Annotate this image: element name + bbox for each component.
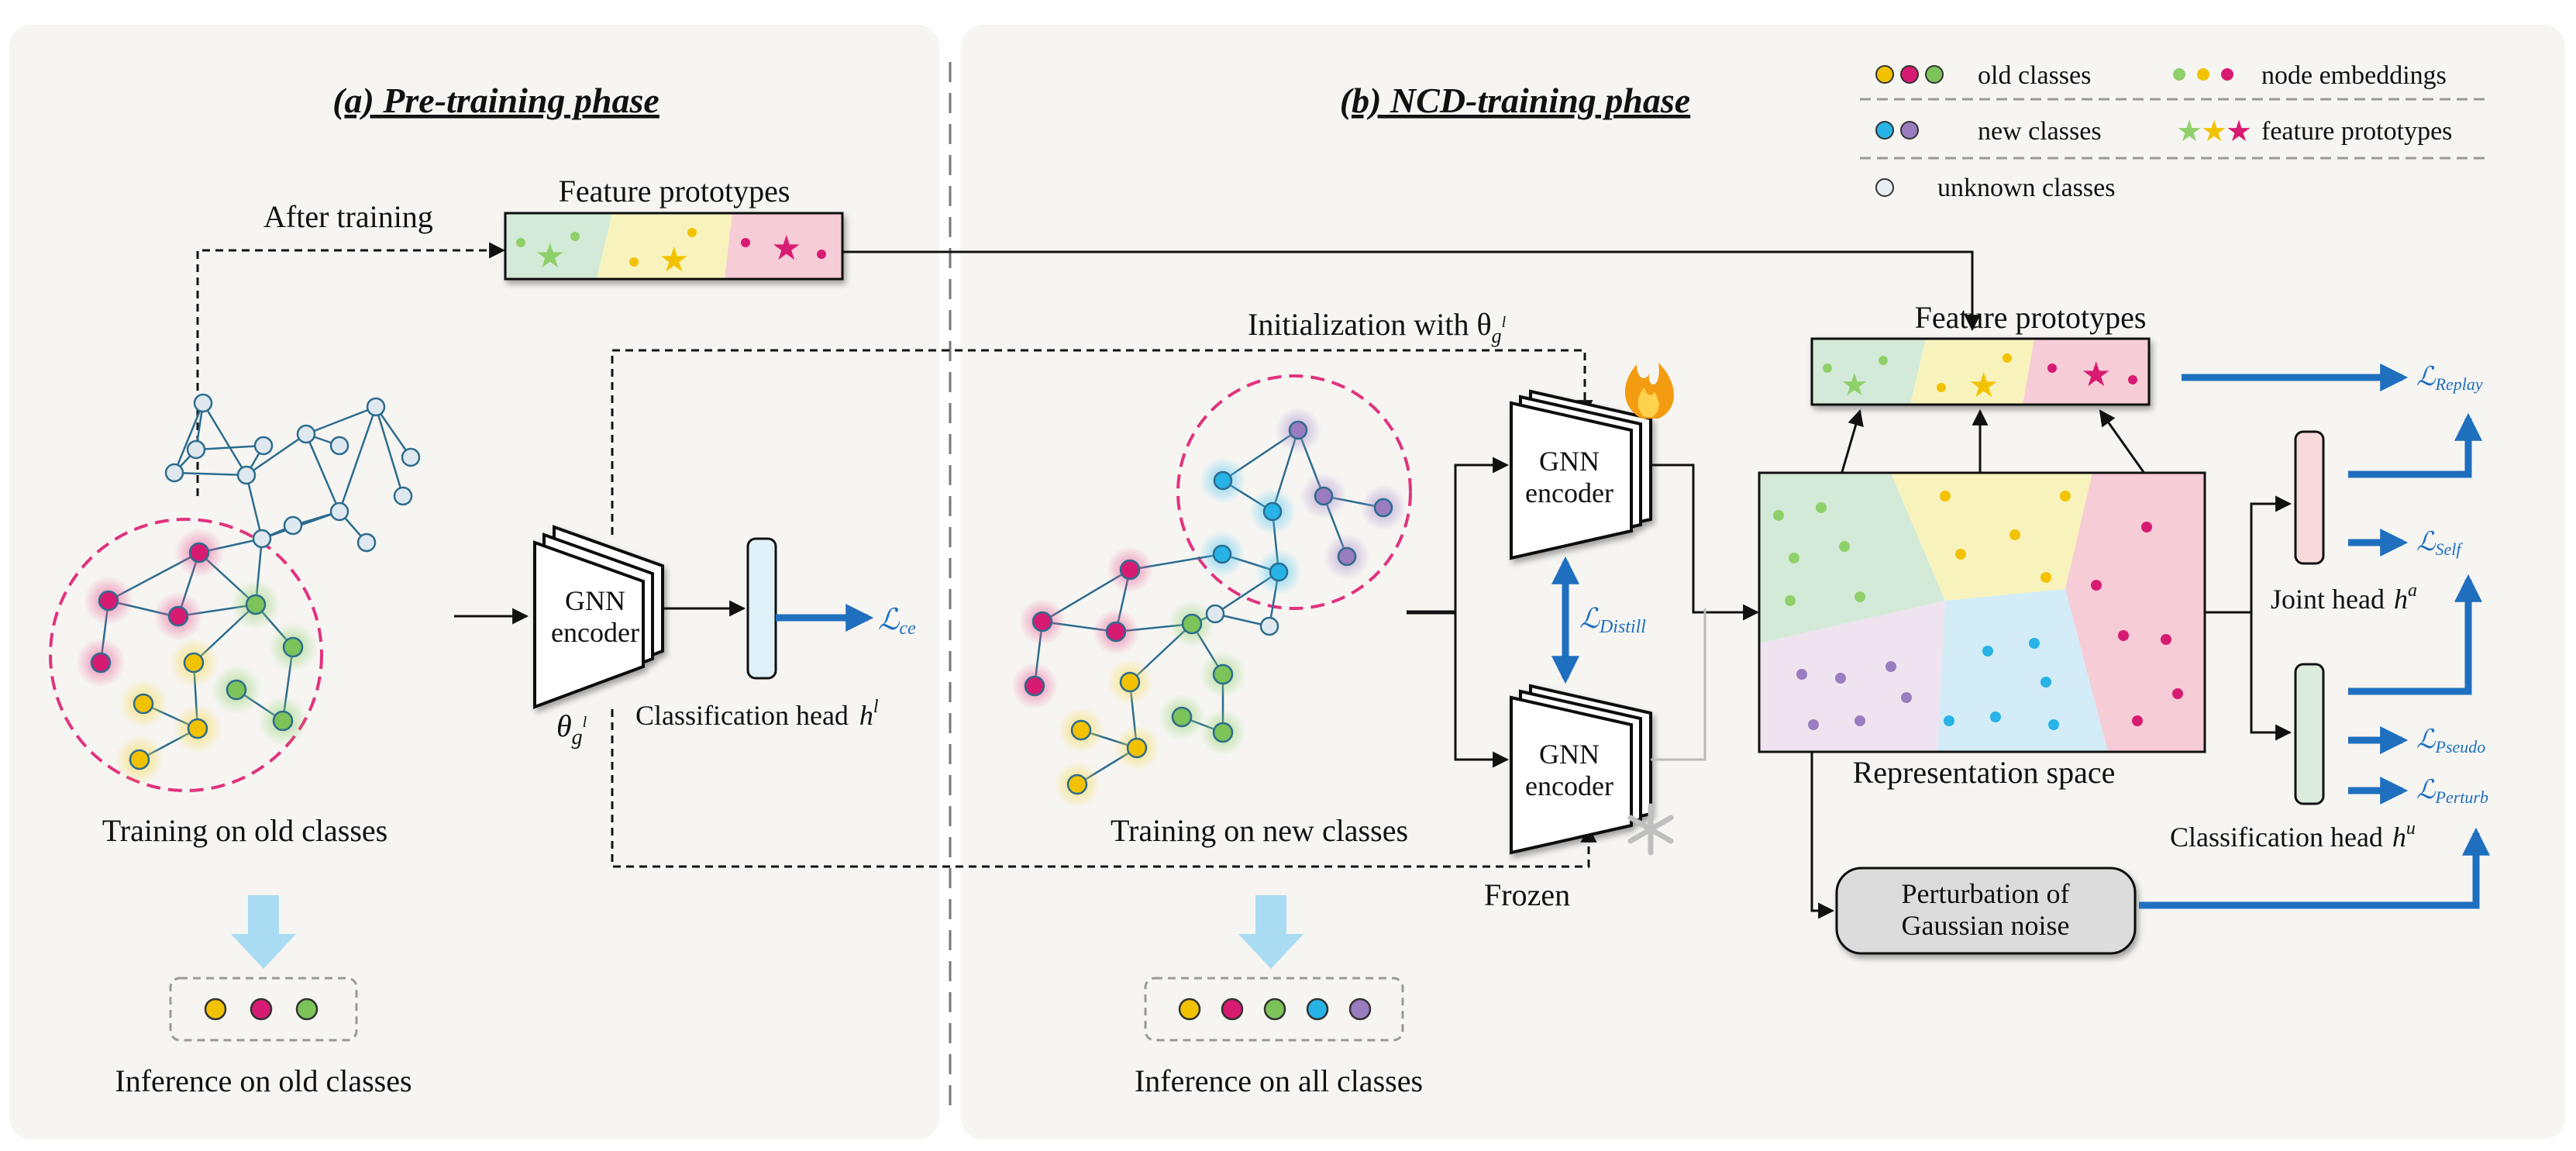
gnn-encoder-frozen (1510, 684, 1652, 855)
feature-prototypes-label-a: Feature prototypes (559, 174, 790, 208)
classification-head-b (2294, 663, 2325, 805)
loss-ce-label: ℒce (878, 604, 916, 639)
inference-old-caption: Inference on old classes (115, 1063, 412, 1098)
gnn-encoder-trainable-line2: encoder (1525, 477, 1613, 508)
trainable-to-rep-arrow (1651, 464, 1760, 621)
perturbation-box (1835, 867, 2137, 955)
panel-pretraining (9, 25, 939, 1139)
inference-box-all (1144, 977, 1404, 1042)
gnn-encoder-a-line2: encoder (551, 617, 639, 648)
loss-self-label: ℒSelf (2416, 528, 2463, 559)
initialization-label: Initialization with θgl (1248, 307, 1507, 347)
rep-to-perturb-arrow (1810, 752, 1835, 919)
feature-prototypes-bar-b (1810, 337, 2151, 406)
gnn-encoder-a-line1: GNN (565, 585, 625, 616)
gnn-encoder-trainable (1510, 389, 1652, 560)
legend-node-embeddings: node embeddings (2261, 61, 2447, 90)
gnn-encoder-frozen-line2: encoder (1525, 770, 1613, 801)
rep-to-heads-arrows (2205, 495, 2292, 741)
prototype-transfer-arrow (842, 250, 1981, 332)
joint-to-replay-arrow (2348, 412, 2482, 478)
legend: old classes node embeddings new classes … (1860, 61, 2488, 202)
svg-text:★: ★ (2081, 356, 2111, 394)
legend-feature-prototypes: feature prototypes (2261, 117, 2452, 146)
perturbation-line1: Perturbation of (1902, 878, 2070, 909)
theta-label-a: θgl (556, 708, 587, 750)
training-new-classes-caption: Training on new classes (1111, 813, 1408, 848)
legend-new-classes: new classes (1978, 117, 2102, 146)
frozen-arrow (611, 709, 1597, 868)
representation-space-label: Representation space (1853, 755, 2116, 790)
cls-to-self-arrow (2348, 574, 2482, 695)
svg-text:★: ★ (2176, 115, 2202, 148)
svg-text:★: ★ (771, 229, 801, 267)
joint-head (2294, 430, 2325, 565)
representation-space (1758, 471, 2206, 753)
svg-text:★: ★ (2201, 115, 2227, 148)
perturb-loss-arrow (2139, 827, 2490, 909)
flame-icon (1624, 363, 1674, 419)
inference-arrow-a (231, 895, 296, 969)
gnn-encoder-a (533, 525, 664, 709)
fork-arrows (1407, 457, 1510, 768)
legend-unknown-classes: unknown classes (1937, 174, 2115, 202)
after-training-label: After training (263, 199, 433, 234)
graph-new-classes (1011, 374, 1412, 808)
feature-prototypes-bar-a (504, 212, 844, 281)
gnn-encoder-trainable-line1: GNN (1539, 446, 1600, 477)
inference-arrow-b (1238, 895, 1303, 969)
svg-text:★: ★ (535, 237, 565, 275)
graph-old-classes (49, 393, 421, 792)
svg-text:★: ★ (1968, 367, 1999, 405)
loss-replay-label: ℒReplay (2416, 363, 2483, 394)
frozen-to-rep-line (1651, 608, 1706, 761)
loss-pseudo-label: ℒPseudo (2416, 725, 2485, 756)
svg-text:★: ★ (2226, 115, 2252, 148)
legend-old-classes: old classes (1978, 61, 2091, 90)
svg-text:★: ★ (659, 241, 689, 279)
svg-text:★: ★ (1841, 367, 1868, 402)
frozen-label: Frozen (1484, 877, 1570, 912)
perturbation-line2: Gaussian noise (1902, 910, 2070, 941)
training-old-classes-caption: Training on old classes (102, 813, 388, 848)
loss-perturb-label: ℒPerturb (2416, 776, 2488, 807)
title-ncd-training: (b) NCD-training phase (1340, 81, 1690, 120)
inference-box-old (169, 977, 358, 1042)
inference-all-caption: Inference on all classes (1135, 1063, 1423, 1098)
initialization-arrow (611, 349, 1593, 535)
gnn-encoder-frozen-line1: GNN (1539, 739, 1600, 770)
title-pretraining: (a) Pre-training phase (332, 81, 659, 120)
distill-label: ℒDistill (1579, 603, 1646, 637)
snowflake-icon (1627, 803, 1674, 856)
classification-head-a (746, 537, 777, 680)
feature-prototypes-label-b: Feature prototypes (1915, 300, 2147, 335)
